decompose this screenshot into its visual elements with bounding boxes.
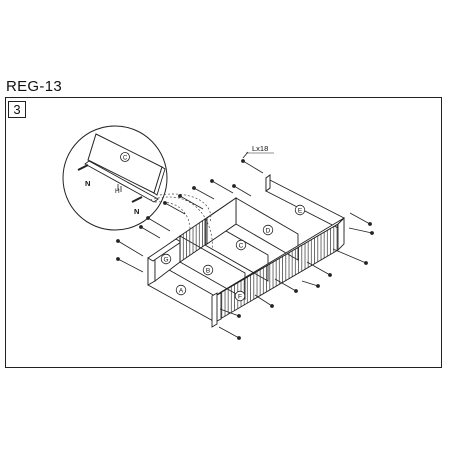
detail-inset: C N H N xyxy=(62,125,168,231)
svg-text:E: E xyxy=(298,208,303,215)
label-b: B xyxy=(202,264,214,276)
label-d: D xyxy=(262,224,274,236)
inset-label-c: C xyxy=(123,155,128,161)
label-f: F xyxy=(234,290,246,302)
screws xyxy=(116,159,374,340)
document-code: REG-13 xyxy=(6,78,62,95)
inset-rail-h xyxy=(84,160,159,203)
svg-text:F: F xyxy=(238,294,242,301)
guide-lines xyxy=(149,193,213,251)
step-number: 3 xyxy=(8,101,26,118)
part-labels: A B C D E F G xyxy=(160,204,306,302)
inset-dowel-left xyxy=(77,164,89,171)
label-e: E xyxy=(294,204,306,216)
label-c: C xyxy=(235,239,247,251)
screw-callout: Lx18 xyxy=(242,144,274,159)
screw-label: Lx18 xyxy=(252,144,268,153)
svg-text:G: G xyxy=(163,257,168,264)
inset-label-h: H xyxy=(115,188,120,195)
main-assembly xyxy=(147,174,345,328)
label-a: A xyxy=(175,284,187,296)
inset-label-n-right: N xyxy=(134,207,139,216)
svg-text:B: B xyxy=(206,268,210,275)
svg-text:A: A xyxy=(179,288,184,295)
svg-text:C: C xyxy=(239,243,244,250)
diagram-frame xyxy=(5,97,442,368)
label-g: G xyxy=(160,253,172,265)
inset-dowel-right xyxy=(131,196,143,203)
svg-text:D: D xyxy=(266,228,271,235)
inset-label-n-left: N xyxy=(85,179,90,188)
